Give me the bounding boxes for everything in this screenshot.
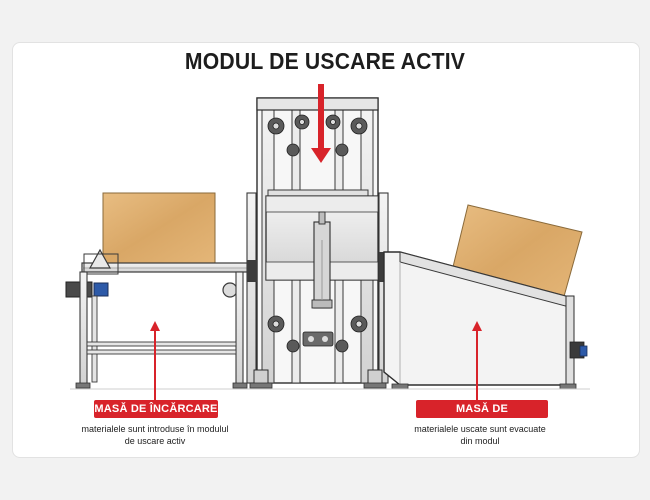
loading-wood-panel xyxy=(102,192,216,264)
unloading-table-badge: MASĂ DE DESCĂRCARE xyxy=(416,400,548,433)
unloading-caption-line1: materialele uscate sunt evacuate xyxy=(414,424,546,434)
arrow-down-icon xyxy=(311,84,331,163)
loading-caption-line1: materialele sunt introduse în modulul xyxy=(81,424,229,434)
loading-table xyxy=(65,192,253,389)
diagram-title: MODUL DE USCARE ACTIV xyxy=(184,48,466,74)
loading-table-caption: materialele sunt introduse în modulul de… xyxy=(60,423,250,447)
unloading-table-caption: materialele uscate sunt evacuate din mod… xyxy=(385,423,575,447)
arrow-up-icon xyxy=(472,321,482,400)
unloading-table xyxy=(383,204,588,390)
unloading-caption-line2: din modul xyxy=(460,436,500,446)
loading-table-badge: MASĂ DE ÎNCĂRCARE xyxy=(94,400,218,418)
loading-caption-line2: de uscare activ xyxy=(124,436,186,446)
arrow-up-icon xyxy=(150,321,160,400)
